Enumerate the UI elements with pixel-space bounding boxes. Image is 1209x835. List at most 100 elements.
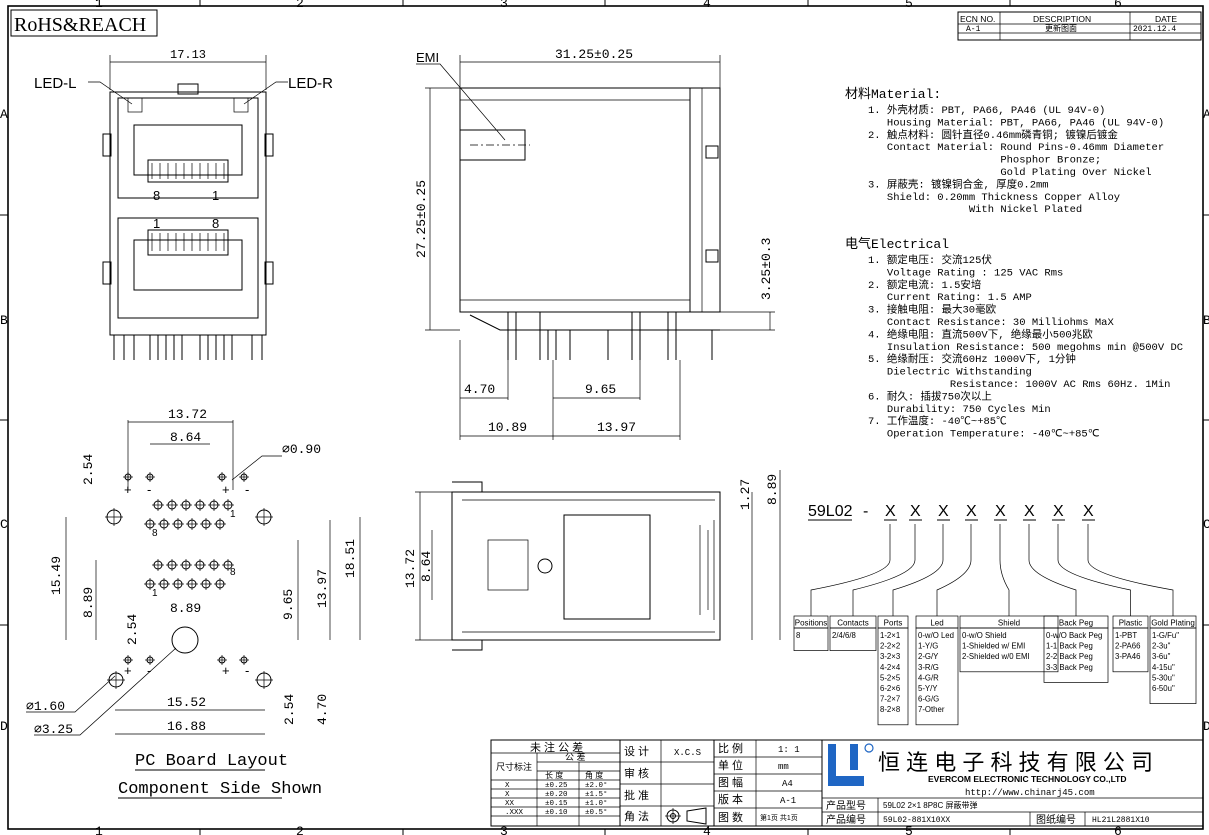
dim-13-97: 13.97 [597, 420, 636, 435]
spec-line: 5. 绝缘耐压: 交流60Hz 1000V下, 1分钟 [868, 352, 1076, 366]
col-label-1-bottom: 1 [95, 824, 103, 835]
bottom-dim-13-72: 13.72 [403, 549, 418, 588]
pcb-pin-8-bottom: 8 [230, 567, 236, 578]
tolerance-cell: ±0.25 [545, 782, 568, 790]
tolerance-cell: ±0.15 [545, 800, 568, 808]
col-label-3-bottom: 3 [500, 824, 508, 835]
spec-line: Current Rating: 1.5 AMP [868, 292, 1032, 304]
drawing-number-label: 图纸编号 [1036, 813, 1076, 826]
rohs-text: RoHS&REACH [14, 14, 146, 36]
bottom-view: 13.72 8.64 1.27 8.89 [403, 470, 781, 651]
col-label-5: 5 [905, 0, 913, 11]
pcb-hole-0-90: ∅0.90 [282, 442, 321, 457]
col-label-6: 6 [1114, 0, 1122, 11]
option-box-body [1043, 627, 1109, 683]
option-box-line: 8 [796, 631, 800, 640]
ecn-row-no: A-1 [966, 25, 981, 34]
option-box-title: Led [930, 619, 943, 628]
option-leader [1028, 524, 1077, 616]
option-box-line: 6-2×6 [880, 684, 900, 693]
tolerance-cell: ±0.10 [545, 809, 568, 817]
spec-line: 4. 绝缘电阻: 直流500V下, 绝缘最小500兆欧 [868, 327, 1093, 341]
tolerance-cell: X [505, 791, 510, 799]
ecn-row-desc: 更新图面 [1045, 23, 1077, 33]
option-box-line: 2-2 Back Peg [1046, 652, 1093, 661]
spec-line: Dielectric Withstanding [868, 367, 1032, 379]
spec-line: 7. 工作温度: -40℃~+85℃ [868, 414, 1007, 428]
dim-10-89: 10.89 [488, 420, 527, 435]
part-code-slot: X [938, 503, 949, 520]
part-code-slot: X [1024, 503, 1035, 520]
col-label-3: 3 [500, 0, 508, 11]
dim-9-65: 9.65 [585, 382, 616, 397]
option-box-line: 7-2×7 [880, 695, 900, 704]
spec-line: 1. 外壳材质: PBT, PA66, PA46 (UL 94V-0) [868, 103, 1105, 117]
option-box-line: 1-2×1 [880, 631, 900, 640]
tolerance-cell: ±1.0° [585, 799, 608, 808]
pcb-dim-15-52: 15.52 [167, 695, 206, 710]
version-label: 版 本 [718, 792, 743, 806]
scale-value: 1: 1 [778, 745, 800, 755]
spec-line: Insulation Resistance: 500 megohms min @… [868, 342, 1183, 354]
option-box-line: 3-3 Back Peg [1046, 663, 1093, 672]
option-box-line: 2-PA66 [1115, 642, 1140, 651]
option-leader [936, 524, 972, 616]
row-label-a-right: A [1203, 107, 1209, 122]
unit-value: mm [778, 762, 789, 772]
option-leader [1057, 524, 1131, 616]
option-box-line: 3-2×3 [880, 652, 900, 661]
pcb-minus-top-right: - [245, 482, 249, 497]
tolerance-cell: ±2.0° [585, 781, 608, 790]
top-port-pin-1: 1 [212, 188, 219, 203]
front-width-dim: 17.13 [170, 48, 206, 62]
pcb-dim-13-72: 13.72 [168, 407, 207, 422]
pcb-dim-18-51: 18.51 [343, 539, 358, 578]
company-logo [828, 743, 874, 786]
part-dash: - [863, 503, 868, 520]
electrical-title: 电气Electrical [845, 236, 949, 252]
option-leader [999, 524, 1010, 616]
count-label: 图 数 [718, 811, 743, 824]
tol-angle: 角 度 [585, 770, 603, 780]
option-box-line: 2-2×2 [880, 642, 900, 651]
scale-label: 比 例 [718, 741, 743, 755]
spec-line: 3. 屏蔽壳: 镀镍铜合金, 厚度0.2mm [868, 177, 1049, 191]
approve-label: 批 准 [624, 788, 649, 802]
option-box-title: Contacts [837, 619, 869, 628]
drawing-number-value: HL21L2881X10 [1092, 816, 1150, 825]
option-box-body [829, 627, 877, 651]
part-code-slot: X [1053, 503, 1064, 520]
option-box-line: 1-Shielded w/ EMI [962, 642, 1025, 651]
option-box-line: 5-Y/Y [918, 684, 938, 693]
col-label-6-bottom: 6 [1114, 824, 1122, 835]
led-left-label: LED-L [34, 75, 77, 92]
option-box-line: 2-Shielded w/0 EMI [962, 652, 1030, 661]
option-box-line: 0-w/O Shield [962, 631, 1007, 640]
pcb-plus-bottom-right: + [222, 663, 230, 678]
pcb-dim-13-97: 13.97 [315, 569, 330, 608]
col-label-4: 4 [703, 0, 711, 11]
model-label: 产品型号 [826, 799, 866, 812]
pcb-dim-16-88: 16.88 [167, 719, 206, 734]
tol-header: 公 差 [565, 751, 586, 762]
option-box-body [1149, 627, 1197, 704]
option-leader [1087, 524, 1174, 616]
bottom-port-pin-8: 8 [212, 216, 219, 231]
model-value: 59L02 2×1 8P8C 屏蔽带弹 [883, 800, 978, 810]
dim-4-70: 4.70 [464, 382, 495, 397]
emi-label: EMI [416, 50, 439, 65]
rohs-label: RoHS&REACH [10, 9, 158, 37]
row-label-d-right: D [1203, 719, 1209, 734]
tolerance-cell: XX [505, 800, 515, 808]
tolerance-cell: ±0.5° [585, 808, 608, 817]
option-box-line: 4-G/R [918, 673, 939, 682]
option-box-title: Ports [884, 619, 903, 628]
option-box-line: 0-w/O Led [918, 631, 954, 640]
pcb-dim-2-54-bot: 2.54 [282, 694, 297, 725]
pcb-caption-1: PC Board Layout [135, 752, 288, 771]
company-name-en: EVERCOM ELECTRONIC TECHNOLOGY CO.,LTD [928, 774, 1127, 784]
pcb-pin-1-top: 1 [230, 509, 236, 520]
pcb-dim-15-49: 15.49 [49, 556, 64, 595]
col-label-5-bottom: 5 [905, 824, 913, 835]
